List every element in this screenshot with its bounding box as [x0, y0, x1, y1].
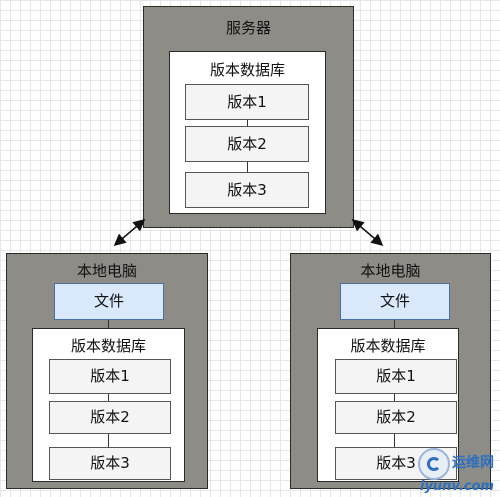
local-right-file: 文件 — [340, 283, 450, 320]
connector — [108, 434, 109, 447]
local-left-title: 本地电脑 — [76, 262, 137, 280]
server-title: 服务器 — [225, 19, 271, 37]
sync-arrow-right — [351, 219, 384, 246]
local-right-title: 本地电脑 — [360, 262, 421, 280]
watermark-text: 运维网 — [452, 455, 494, 471]
connector — [394, 320, 395, 328]
local-left-repo-title: 版本数据库 — [70, 337, 146, 355]
watermark-logo-icon — [418, 448, 450, 480]
local-right-version-2: 版本2 — [335, 401, 457, 434]
connector — [394, 394, 395, 401]
connector — [394, 434, 395, 447]
server-repo-title: 版本数据库 — [209, 61, 285, 79]
local-right-version-1: 版本1 — [335, 359, 457, 394]
server-version-3: 版本3 — [185, 172, 309, 208]
connector — [247, 162, 248, 176]
connector — [108, 320, 109, 328]
local-left-version-2: 版本2 — [49, 401, 171, 434]
local-right-repo-title: 版本数据库 — [350, 337, 426, 355]
server-version-2: 版本2 — [185, 126, 309, 162]
sync-arrow-left — [113, 219, 146, 246]
connector — [108, 394, 109, 401]
watermark-url: iyunv.com — [420, 479, 494, 494]
local-left-version-1: 版本1 — [49, 359, 171, 394]
server-version-1: 版本1 — [185, 84, 309, 120]
local-left-version-3: 版本3 — [49, 447, 171, 480]
local-left-file: 文件 — [54, 283, 164, 320]
